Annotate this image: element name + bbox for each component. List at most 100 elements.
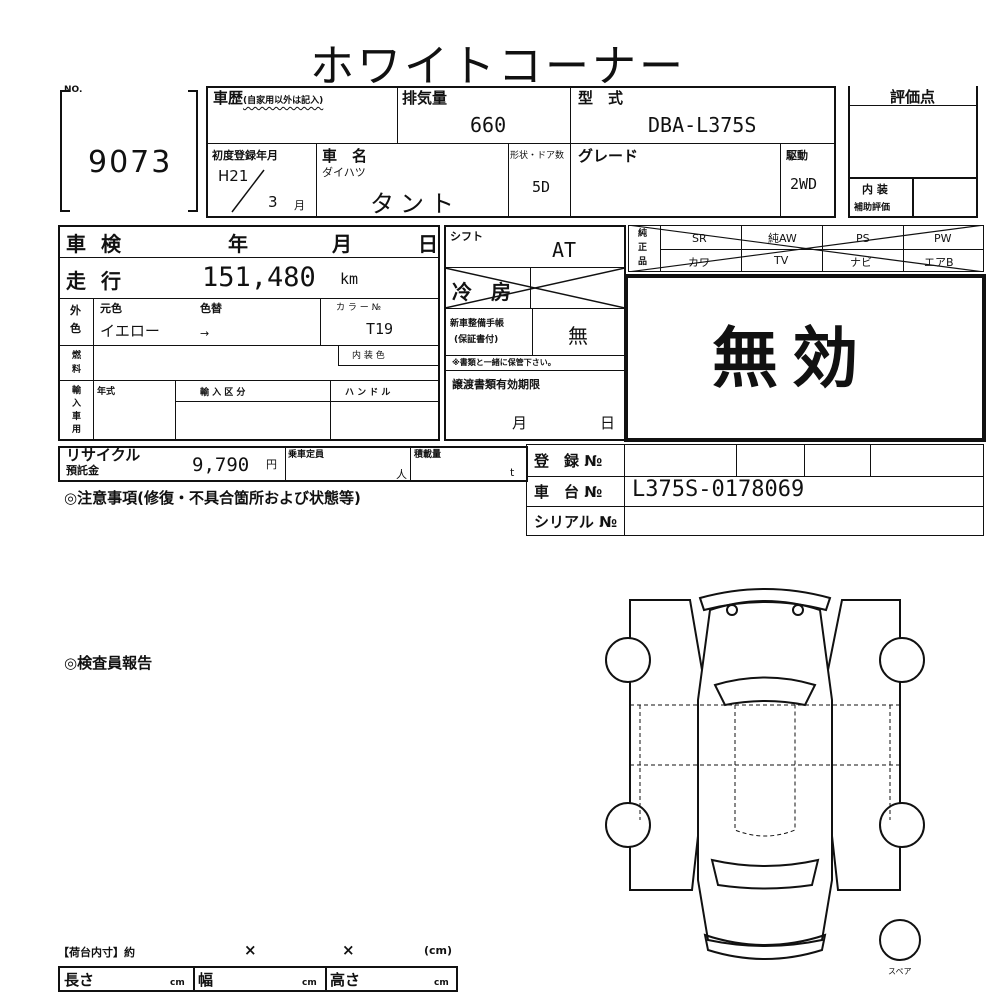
lot-bracket-right <box>188 90 198 212</box>
history-note: (自家用以外は記入) <box>243 96 324 106</box>
import-class-label: 輸 入 区 分 <box>200 388 246 398</box>
page-title: ホワイトコーナー <box>310 41 686 92</box>
first-reg-slash <box>231 169 265 213</box>
first-reg-era: H21 <box>218 167 249 185</box>
color-no-value: T19 <box>366 320 394 338</box>
recycle-unit: 円 <box>266 458 277 471</box>
transfer-month: 月 <box>512 414 528 432</box>
equipment-item-aw: 純AW <box>768 232 797 245</box>
load-label: 積載量 <box>414 450 442 460</box>
equipment-item-pw: PW <box>934 232 952 245</box>
color-no-label: カ ラ ー № <box>336 303 381 313</box>
car-rear-bumper <box>703 933 827 960</box>
model-value: DBA-L375S <box>648 113 757 137</box>
mileage-label: 走 行 <box>66 269 125 293</box>
car-name-value: タント <box>370 190 460 218</box>
history-label: 車歴 <box>213 89 244 107</box>
drive-value: 2WD <box>790 175 818 193</box>
spare-label: スペア <box>888 967 912 976</box>
mileage-unit: km <box>340 270 359 288</box>
original-color-label: 元色 <box>100 302 122 315</box>
import-label-3: 車 <box>72 412 82 422</box>
spare-tire <box>879 919 921 961</box>
car-wheel-front-left <box>605 637 651 683</box>
void-stamp-text: 無効 <box>712 320 872 397</box>
cargo-length-label: 長さ <box>64 971 95 989</box>
inspection-label: 車 検 <box>66 232 125 256</box>
grade-label: グレード <box>578 147 639 165</box>
lot-label: NO. <box>64 85 83 95</box>
capacity-label: 乗車定員 <box>288 450 325 460</box>
interior-rating-sub: 補助評価 <box>854 203 891 213</box>
history-field: 車歴(自家用以外は記入) <box>213 87 323 108</box>
outer-color-label-2: 色 <box>70 322 81 335</box>
equipment-cross <box>628 225 984 272</box>
shift-label: シフト <box>450 230 483 243</box>
import-label-1: 輸 <box>72 386 82 396</box>
interior-rating-label: 内 装 <box>862 183 888 196</box>
displacement-label: 排気量 <box>402 89 448 107</box>
repaint-arrow: → <box>200 327 210 340</box>
car-wheel-rear-right <box>879 802 925 848</box>
serial-label: シリアル № <box>534 513 618 531</box>
car-damage-diagram <box>605 588 925 961</box>
handle-label: ハ ン ド ル <box>345 388 391 398</box>
manual-label-1: 新車整備手帳 <box>450 319 505 329</box>
equipment-side-label-3: 品 <box>638 257 648 267</box>
lot-bracket-left <box>60 90 70 212</box>
load-unit: t <box>510 466 515 479</box>
chassis-label: 車 台 № <box>534 483 603 501</box>
fuel-label-1: 燃 <box>72 351 82 361</box>
first-reg-label: 初度登録年月 <box>212 149 278 162</box>
import-label-4: 用 <box>72 425 82 435</box>
car-wheel-front-right <box>879 637 925 683</box>
car-windshield <box>713 676 817 707</box>
car-wheel-rear-left <box>605 802 651 848</box>
body-type-value: 5D <box>532 178 551 196</box>
cargo-height-unit: cm <box>434 978 449 988</box>
manual-value: 無 <box>568 324 588 348</box>
notes-title: ◎注意事項(修復・不具合箇所および状態等) <box>64 489 361 507</box>
cargo-height-label: 高さ <box>330 971 361 989</box>
inspector-title: ◎検査員報告 <box>64 654 153 672</box>
inspection-day: 日 <box>418 232 438 256</box>
main-spec-box <box>58 225 440 441</box>
cargo-width-unit: cm <box>302 978 317 988</box>
mileage-value: 151,480 <box>202 262 316 293</box>
recycle-row <box>58 446 528 482</box>
recycle-value: 9,790 <box>192 454 250 476</box>
cargo-title: 【荷台内寸】約 <box>58 946 135 959</box>
registration-table <box>526 444 984 536</box>
recycle-label-2: 預託金 <box>66 464 99 477</box>
car-front-bumper <box>698 588 832 612</box>
transfer-label: 譲渡書類有効期限 <box>452 378 540 391</box>
drive-label: 駆動 <box>786 149 808 162</box>
first-reg-month-unit: 月 <box>294 199 305 212</box>
inspection-month: 月 <box>332 232 352 256</box>
equipment-item-tv: TV <box>774 254 789 267</box>
car-maker: ダイハツ <box>322 166 366 179</box>
cargo-table <box>58 966 458 992</box>
import-label-2: 入 <box>72 399 82 409</box>
vehicle-info-box <box>206 86 836 218</box>
rating-label: 評価点 <box>890 88 936 106</box>
aircon-cross <box>445 268 625 308</box>
fuel-label-2: 料 <box>72 365 82 375</box>
car-headlight-left <box>726 604 738 616</box>
model-label: 型 式 <box>578 89 624 107</box>
void-stamp-box <box>624 274 986 442</box>
cargo-length-unit: cm <box>170 978 185 988</box>
transfer-day: 日 <box>600 414 616 432</box>
inspection-year: 年 <box>228 232 248 256</box>
cargo-unit: (cm) <box>424 944 453 957</box>
equipment-side-label-1: 純 <box>638 229 648 239</box>
capacity-unit: 人 <box>396 468 407 481</box>
registration-label: 登 録 № <box>534 452 603 470</box>
car-rear-window <box>710 858 820 890</box>
equipment-grid <box>628 225 984 272</box>
cargo-x1: × <box>244 941 257 959</box>
shift-value: AT <box>552 238 577 262</box>
original-color-value: イエロー <box>100 322 160 340</box>
recycle-label-1: リサイクル <box>66 446 141 464</box>
equipment-item-navi: ナビ <box>850 256 872 269</box>
